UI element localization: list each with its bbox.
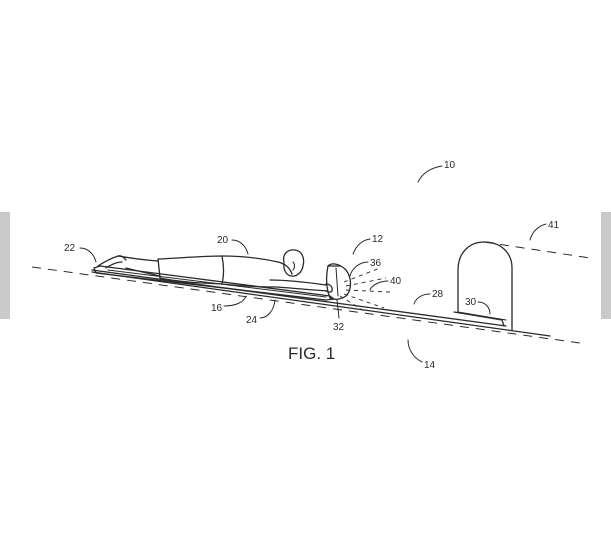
rider-arm-bottom <box>275 286 329 292</box>
spray-line <box>343 293 385 309</box>
ref-24: 24 <box>246 315 258 326</box>
rider-ear <box>292 261 295 271</box>
tunnel-projection <box>483 241 591 259</box>
ref-30: 30 <box>465 297 477 308</box>
rider-back <box>221 255 293 275</box>
tunnel-structure <box>453 241 591 331</box>
rider-foot-front <box>105 261 123 269</box>
leader-22 <box>79 247 97 263</box>
leader-12 <box>352 238 371 255</box>
slope-surface-lower <box>91 271 551 337</box>
leader-40 <box>369 280 389 291</box>
leader-16 <box>223 295 247 307</box>
leader-24 <box>259 299 276 319</box>
leader-lines <box>79 165 547 363</box>
leader-14 <box>407 339 423 363</box>
figure-caption: FIG. 1 <box>288 344 335 363</box>
reference-numerals: 10 12 14 16 20 22 24 28 30 32 36 40 41 <box>64 160 560 371</box>
ref-40: 40 <box>390 276 402 287</box>
nozzle-dish <box>327 263 352 300</box>
ref-10: 10 <box>444 160 456 171</box>
ref-36: 36 <box>370 258 382 269</box>
rider-figure <box>97 249 333 293</box>
tunnel-ramp <box>453 311 505 327</box>
ref-12: 12 <box>372 234 384 245</box>
leader-10 <box>417 165 443 183</box>
leader-41 <box>529 223 547 241</box>
rider-shorts <box>157 255 225 285</box>
ref-20: 20 <box>217 235 229 246</box>
spray-line <box>343 267 381 283</box>
tunnel-base <box>457 311 507 321</box>
ref-28: 28 <box>432 289 444 300</box>
slope-surface-upper <box>91 269 507 327</box>
ref-41: 41 <box>548 220 560 231</box>
ref-32: 32 <box>333 322 345 333</box>
leader-20 <box>231 239 249 255</box>
spray-line <box>339 295 367 313</box>
rider-leg-bottom <box>125 267 161 277</box>
rider-head <box>282 249 305 277</box>
leader-28 <box>413 293 431 305</box>
leader-30 <box>477 301 491 315</box>
rider-chest <box>221 283 277 288</box>
right-edge-bar <box>601 212 611 319</box>
nozzle-rim <box>326 265 331 299</box>
nozzle-inner <box>335 267 339 297</box>
ref-16: 16 <box>211 303 223 314</box>
ref-14: 14 <box>424 360 436 371</box>
leader-32 <box>336 299 340 319</box>
nozzle-device <box>326 263 391 313</box>
slope-centerline <box>31 266 581 344</box>
leader-36 <box>349 261 369 277</box>
spray-line <box>345 277 387 287</box>
left-edge-bar <box>0 212 10 319</box>
rider-leg-top <box>117 255 159 262</box>
ref-22: 22 <box>64 243 76 254</box>
rider-arm-top <box>269 279 327 286</box>
slope <box>31 266 581 344</box>
spray-line <box>345 289 391 293</box>
